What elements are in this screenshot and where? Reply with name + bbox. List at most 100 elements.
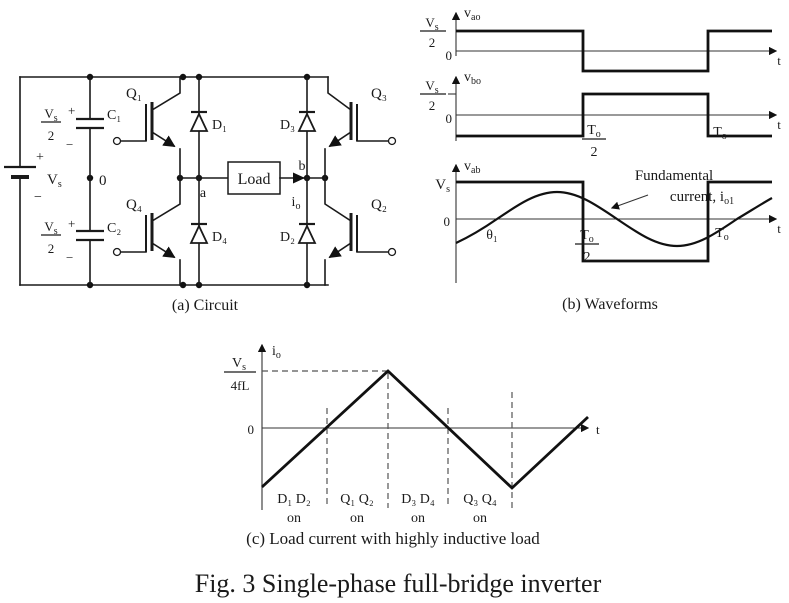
vao-zero-label: 0 (446, 48, 453, 63)
q1-gate-terminal (112, 136, 122, 146)
capacitor-leg: 0 C₁ C₂ Vs 2 + − Vs 2 + − (41, 76, 121, 286)
vbo-square-wave (456, 92, 772, 138)
diode-leg-right: D₃ D₂ (280, 76, 317, 286)
diode-d1-label: D₁ (212, 118, 227, 133)
segment-2-devices: Q₁ Q₂ (340, 492, 374, 507)
q3-label: Q₃ (371, 86, 387, 102)
annotation-line1: Fundamental (635, 168, 713, 184)
svg-text:+: + (68, 103, 75, 118)
caption-a: (a) Circuit (172, 297, 239, 314)
vbo-axis-label: vbo (464, 70, 481, 87)
load-current-panel: io 0 t Vs 4fL D₁ D₂ on Q₁ Q₂ on D₃ D₄ on… (224, 343, 600, 548)
svg-text:To: To (580, 228, 594, 245)
q2-emitter-arrow (328, 241, 353, 259)
cap1-voltage-fraction: Vs 2 + − (41, 103, 75, 152)
battery-plus-sign: + (36, 150, 44, 165)
annotation-pointer-arrow (610, 194, 649, 210)
junction-dots (86, 73, 329, 289)
annotation-line2: current, io1 (670, 189, 734, 207)
svg-text:Vs: Vs (44, 219, 57, 237)
diode-d4-label: D₄ (212, 230, 227, 245)
svg-text:2: 2 (48, 128, 55, 143)
vab-zero-label: 0 (444, 214, 451, 229)
vbo-t-label: t (777, 117, 781, 132)
diode-d3-symbol (297, 110, 317, 132)
q4-collector-wire (150, 177, 181, 223)
conduction-interval-labels: D₁ D₂ on Q₁ Q₂ on D₃ D₄ on Q₃ Q₄ on (277, 492, 497, 526)
svg-text:Vs: Vs (425, 15, 438, 33)
svg-text:−: − (66, 250, 73, 265)
caption-b: (b) Waveforms (562, 296, 658, 313)
transistor-q2: Q₂ (324, 177, 397, 286)
transistor-q3: Q₃ (324, 76, 397, 179)
q3-gate-terminal (387, 136, 397, 146)
svg-text:2: 2 (429, 98, 436, 113)
svg-text:−: − (66, 137, 73, 152)
q2-gate-terminal (387, 247, 397, 257)
vao-square-wave (456, 29, 772, 73)
caption-c: (c) Load current with highly inductive l… (246, 529, 540, 548)
capacitor-c1-label: C₁ (107, 108, 121, 123)
svg-text:Vs: Vs (44, 106, 57, 124)
io-current-arrow (293, 172, 305, 184)
waveform-vao: vao Vs 2 0 t (420, 6, 781, 73)
segment-3-devices: D₃ D₄ (401, 492, 435, 507)
fundamental-current-annotation: Fundamental current, io1 (610, 168, 734, 210)
node-0-label: 0 (99, 173, 107, 189)
q1-emitter-arrow (150, 130, 176, 148)
segment-1-state: on (287, 511, 301, 526)
svg-text:2: 2 (584, 250, 591, 265)
vao-ytick-fraction: Vs 2 (420, 15, 446, 50)
diode-leg-left: D₁ D₄ (189, 76, 227, 286)
transistor-q4: Q₄ (112, 177, 181, 286)
svg-text:4fL: 4fL (231, 378, 250, 393)
transistor-q1: Q₁ (112, 76, 181, 179)
vab-t-label: t (777, 221, 781, 236)
segment-4-devices: Q₃ Q₄ (463, 492, 497, 507)
segment-1-devices: D₁ D₂ (277, 492, 311, 507)
load-label: Load (238, 171, 271, 188)
q2-collector-wire (324, 177, 353, 223)
battery-vs-label: Vs (47, 172, 62, 190)
q3-emitter-arrow (328, 130, 353, 148)
svg-text:Vs: Vs (232, 356, 246, 373)
vbo-to-half-label: To 2 (582, 123, 606, 160)
diode-d1-symbol (189, 110, 209, 132)
waveform-vbo: vbo Vs 2 0 To 2 To t (420, 70, 781, 160)
svg-text:2: 2 (48, 241, 55, 256)
waveforms-panel: vao Vs 2 0 t vbo Vs 2 0 To (420, 6, 781, 313)
diode-d4-symbol (189, 222, 209, 244)
node-b-label: b (299, 159, 306, 174)
io-axis-label: io (272, 344, 281, 361)
vbo-zero-label: 0 (446, 111, 453, 126)
waveform-vab: vab Vs 0 θ₁ To 2 To t Fundamental curren… (435, 159, 781, 283)
vao-t-label: t (777, 53, 781, 68)
diode-d2-symbol (297, 222, 317, 244)
svg-text:+: + (68, 216, 75, 231)
vbo-to-label: To (713, 125, 727, 142)
vab-axis-label: vab (464, 159, 480, 176)
q4-emitter-arrow (150, 241, 176, 259)
q4-gate-terminal (112, 247, 122, 257)
circuit-panel: + − Vs 0 C₁ C₂ Vs 2 + − Vs (4, 73, 397, 314)
dc-source-battery: + − Vs (4, 76, 62, 286)
vab-to-half-label: To 2 (575, 228, 599, 265)
diode-d3-label: D₃ (280, 118, 295, 133)
q2-label: Q₂ (371, 197, 387, 213)
vab-square-wave (456, 180, 772, 263)
io-t-label: t (596, 422, 600, 437)
segment-3-state: on (411, 511, 425, 526)
svg-text:Vs: Vs (425, 78, 438, 96)
io-zero-label: 0 (248, 422, 255, 437)
cap2-voltage-fraction: Vs 2 + − (41, 216, 75, 265)
vab-to-label: To (715, 226, 729, 243)
svg-text:2: 2 (591, 145, 598, 160)
battery-minus-sign: − (34, 190, 42, 205)
segment-4-state: on (473, 511, 487, 526)
diode-d2-label: D₂ (280, 230, 295, 245)
theta1-label: θ₁ (486, 228, 498, 243)
fundamental-current-sine (455, 190, 773, 248)
vab-vs-label: Vs (435, 177, 450, 195)
svg-text:To: To (587, 123, 601, 140)
